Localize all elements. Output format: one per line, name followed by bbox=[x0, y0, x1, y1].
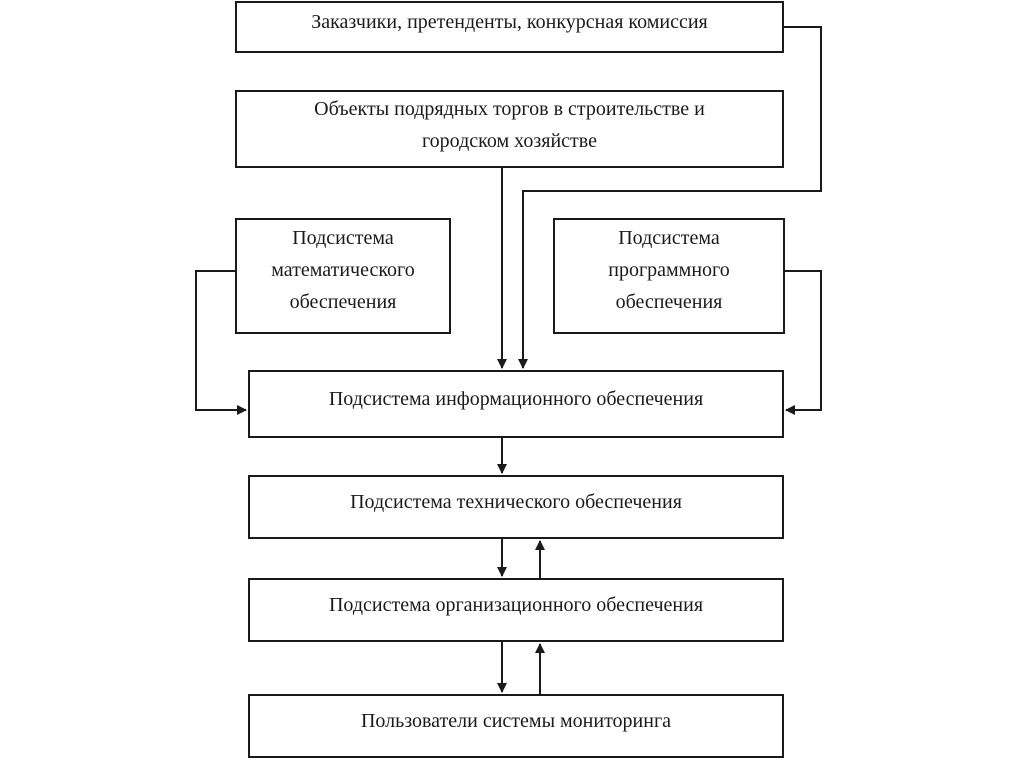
connector-customers-to-information bbox=[518, 26, 822, 369]
software-subsystem-label: Подсистема программного обеспечения bbox=[608, 227, 730, 313]
users-box: Пользователи системы мониторинга bbox=[248, 694, 784, 758]
math-subsystem-label: Подсистема математического обеспечения bbox=[271, 227, 415, 313]
technical-subsystem-label: Подсистема технического обеспечения bbox=[350, 491, 682, 513]
software-subsystem-box: Подсистема программного обеспечения bbox=[553, 218, 785, 334]
math-subsystem-box: Подсистема математического обеспечения bbox=[235, 218, 451, 334]
objects-label: Объекты подрядных торгов в строительстве… bbox=[314, 98, 705, 152]
users-label: Пользователи системы мониторинга bbox=[360, 710, 672, 732]
customers-box: Заказчики, претенденты, конкурсная комис… bbox=[235, 1, 784, 53]
connector-software-to-information bbox=[785, 270, 822, 415]
objects-box: Объекты подрядных торгов в строительстве… bbox=[235, 90, 784, 168]
customers-label: Заказчики, претенденты, конкурсная комис… bbox=[311, 11, 708, 33]
connector-math-to-information bbox=[195, 270, 247, 415]
information-subsystem-label: Подсистема информационного обеспечения bbox=[328, 388, 704, 410]
organizational-subsystem-label: Подсистема организационного обеспечения bbox=[328, 594, 704, 616]
technical-subsystem-box: Подсистема технического обеспечения bbox=[248, 475, 784, 539]
organizational-subsystem-box: Подсистема организационного обеспечения bbox=[248, 578, 784, 642]
information-subsystem-box: Подсистема информационного обеспечения bbox=[248, 370, 784, 438]
